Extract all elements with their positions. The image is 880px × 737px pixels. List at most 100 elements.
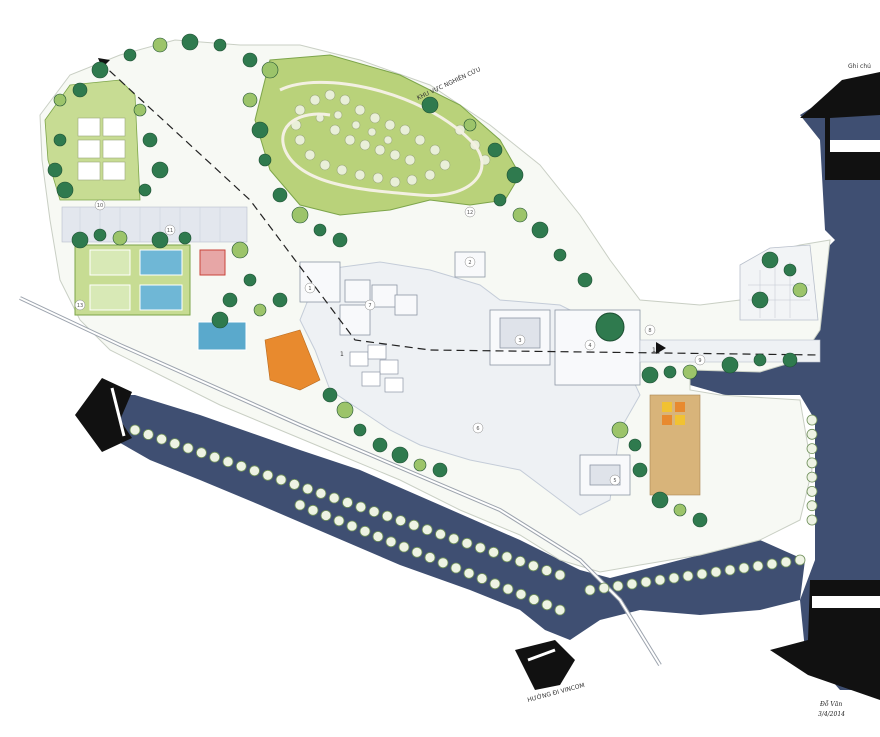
shoreline-tree-icon [320, 510, 332, 521]
tree-canopy-layer [47, 33, 808, 528]
shoreline-tree-icon [249, 465, 260, 477]
section-mark-2: 1 [652, 347, 656, 354]
shoreline-tree-icon [626, 578, 638, 590]
tree-icon [761, 251, 779, 269]
shoreline-tree-icon [640, 576, 652, 588]
northwest-plots [77, 117, 126, 181]
shoreline-tree-icon [437, 557, 449, 569]
bridge-road-centerline [19, 297, 661, 666]
shoreline-tree-icon [209, 451, 221, 463]
tree-icon [243, 273, 257, 287]
shoreline-tree-icon [528, 594, 540, 605]
shoreline-tree-icon [554, 604, 566, 616]
tree-icon [56, 181, 74, 199]
shoreline-tree-icon [421, 524, 433, 536]
shoreline-tree-icon [794, 554, 806, 566]
tree-icon [721, 356, 739, 374]
tree-icon [751, 291, 769, 309]
shoreline-tree-icon [408, 519, 420, 531]
south-road-arrow [515, 640, 575, 690]
shoreline-tree-icon [488, 546, 500, 558]
north-park-path [279, 80, 484, 198]
shoreline-tree-icon [450, 562, 462, 574]
shoreline-tree-icon [262, 469, 274, 481]
zone-number: 5 [613, 478, 616, 484]
shoreline-tree-icon [463, 567, 475, 579]
zone-marker [164, 224, 176, 236]
tree-icon [222, 292, 238, 308]
sports-courts [74, 244, 247, 351]
colored-umbrellas [662, 402, 685, 425]
tree-icon [353, 423, 367, 437]
zone-number: 1 [308, 286, 311, 292]
shoreline-tree-icon [752, 560, 764, 572]
shoreline-tree-icon [346, 520, 358, 532]
tree-icon [123, 48, 137, 62]
tree-icon [91, 61, 109, 79]
shoreline-tree-icon [806, 428, 818, 440]
tree-icon [336, 401, 354, 419]
tree-icon [181, 33, 199, 51]
tree-icon [211, 311, 229, 329]
tree-icon [506, 166, 524, 184]
shoreline-tree-icon [806, 457, 818, 469]
shoreline-tree-icon [307, 504, 319, 516]
shoreline-tree-icon [182, 442, 194, 454]
tree-icon [611, 421, 629, 439]
tree-icon [112, 230, 128, 246]
tree-icon [432, 462, 448, 478]
tree-icon [782, 352, 798, 368]
tree-icon [577, 272, 593, 288]
zone-marker [464, 256, 476, 268]
tree-icon [242, 52, 258, 68]
tree-icon [242, 92, 258, 108]
west-road-arrow [75, 378, 132, 452]
zone-number: 6 [476, 426, 479, 432]
tree-icon [463, 118, 477, 132]
zone-number: 2 [468, 260, 471, 266]
zone-number: 9 [698, 358, 701, 364]
tree-icon [313, 223, 327, 237]
tennis-court-2 [139, 284, 183, 311]
shoreline-tree-icon [489, 578, 501, 590]
tree-icon [682, 364, 698, 380]
shoreline-tree-icon [541, 599, 553, 611]
tree-icon [253, 303, 267, 317]
shoreline-tree-icon [696, 568, 708, 580]
shoreline-tree-icon [806, 471, 818, 483]
water-body-east [690, 80, 880, 690]
shoreline-tree-icon [780, 556, 792, 568]
tree-icon [421, 96, 439, 114]
shoreline-tree-icon [724, 564, 736, 576]
tree-icon [47, 162, 63, 178]
shoreline-tree-icon [398, 541, 410, 553]
shoreline-tree-icon [333, 515, 345, 527]
tree-icon [178, 231, 192, 245]
shoreline-tree-icon [668, 572, 680, 584]
zone-number: 4 [588, 343, 591, 349]
shoreline-tree-icon [169, 438, 181, 450]
zone-marker [644, 324, 656, 336]
tree-icon [151, 161, 169, 179]
east-road-arrow-lower [770, 580, 880, 700]
zone-marker [464, 206, 476, 218]
shoreline-tree-icon [222, 456, 234, 468]
north-park-lawn [254, 54, 521, 216]
water-channel-south [100, 395, 805, 640]
tree-icon [413, 458, 427, 472]
tree-icon [641, 366, 659, 384]
tree-icon [783, 263, 797, 277]
shoreline-tree-icon [288, 478, 300, 490]
tree-icon [272, 292, 288, 308]
shoreline-tree-icon [474, 542, 486, 554]
tree-icon [322, 387, 338, 403]
shoreline-tree-icon [395, 515, 407, 526]
shoreline-tree-icon [235, 460, 247, 472]
shoreline-trees-layer [129, 414, 818, 616]
section-line-a [99, 61, 821, 356]
section-mark-1: 1 [340, 351, 344, 358]
zone-marker [472, 422, 484, 434]
tree-icon [231, 241, 249, 259]
